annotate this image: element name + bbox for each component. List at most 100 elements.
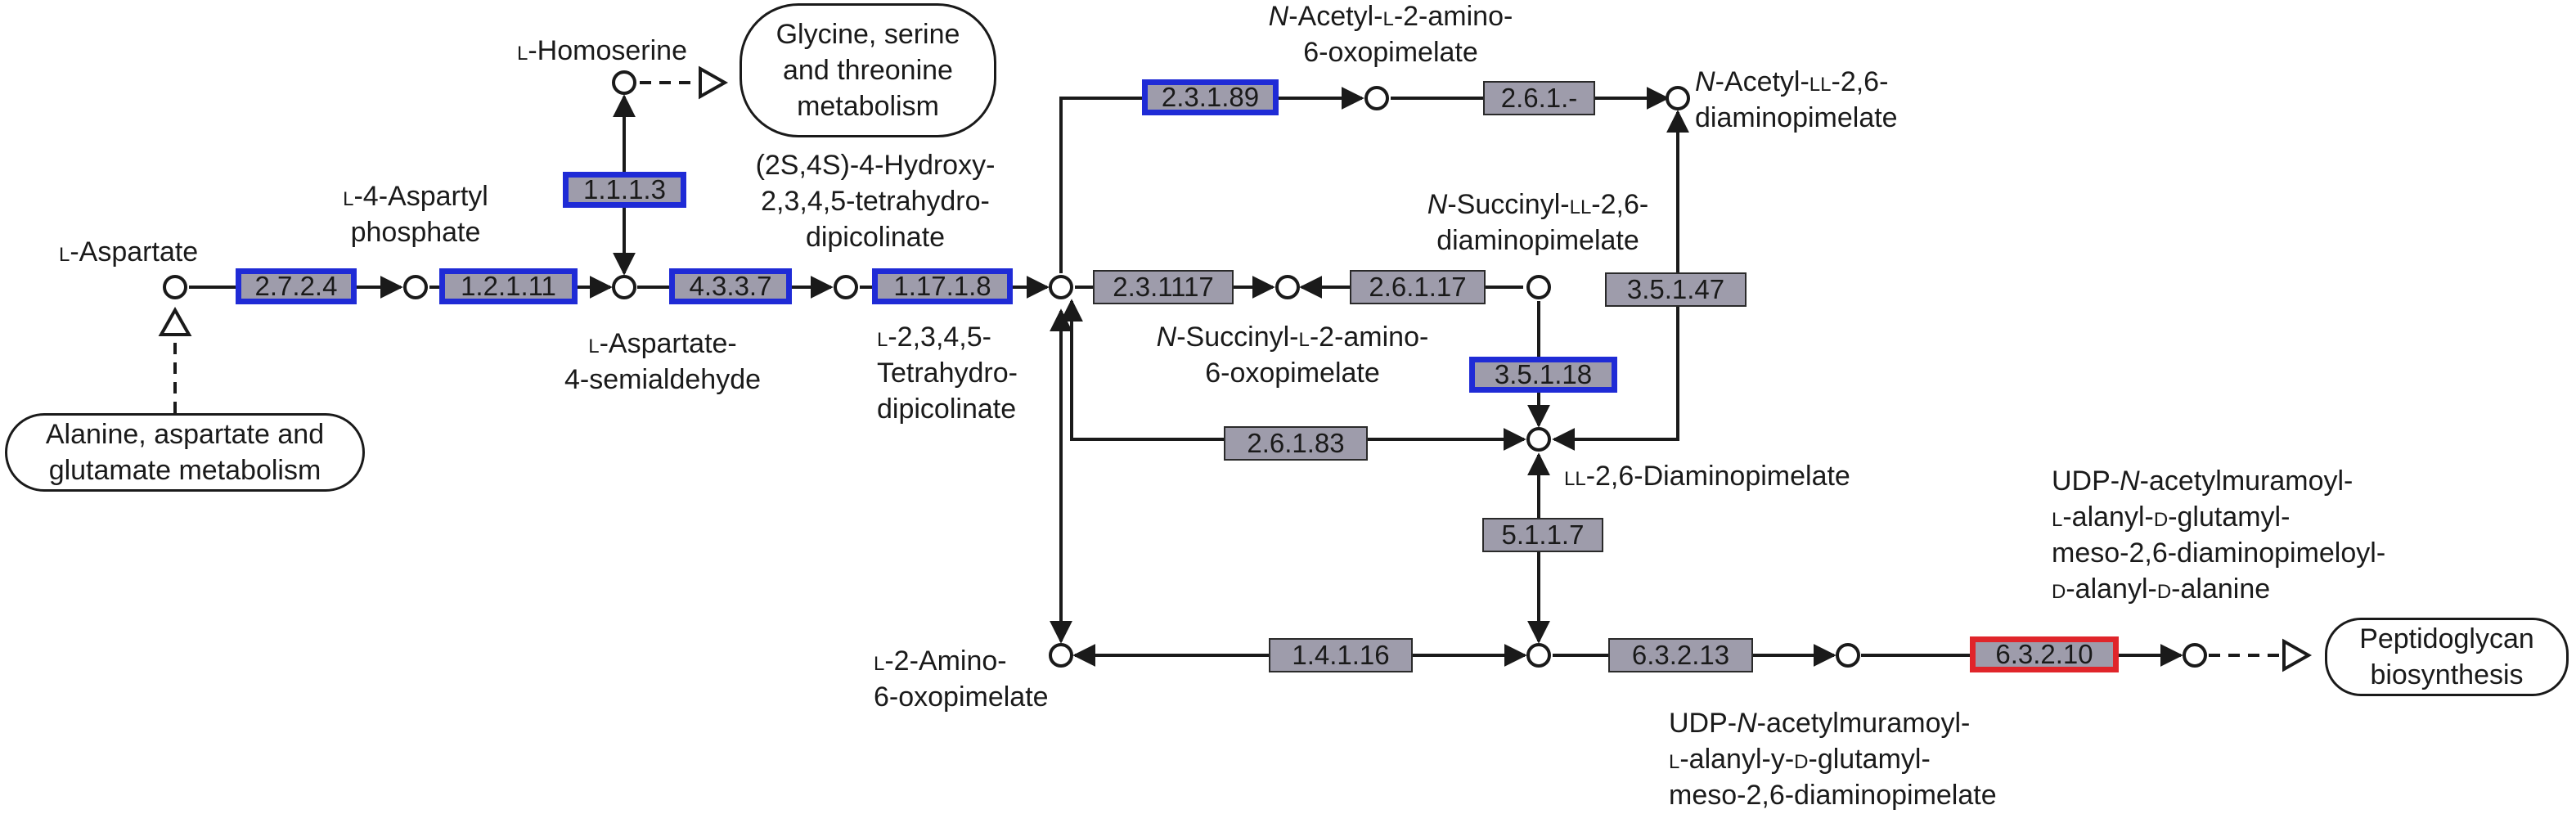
label-line: 6-oxopimelate — [1252, 34, 1530, 70]
label-text: phosphate — [350, 217, 481, 248]
label-line: Tetrahydro- — [877, 355, 1018, 391]
label-udp-tripeptide: UDP-N-acetylmuramoyl-l-alanyl-y-d-glutam… — [1669, 705, 1997, 813]
label-text: diaminopimelate — [1695, 102, 1898, 133]
n-italic: N — [1695, 66, 1715, 97]
label-text: -Acetyl- — [1288, 1, 1383, 32]
pathway-label-line: Alanine, aspartate and — [45, 419, 325, 450]
enzyme-3-5-1-47[interactable]: 3.5.1.47 — [1605, 272, 1747, 307]
enzyme-1-4-1-16[interactable]: 1.4.1.16 — [1269, 638, 1413, 672]
n-italic: N — [1427, 189, 1448, 220]
stereo-prefix: l — [1669, 744, 1680, 775]
pathway-label-line: Glycine, serine — [775, 19, 960, 50]
label-text: -2,6- — [1591, 189, 1649, 220]
dashed-arrowhead-peptidoglycan — [2282, 638, 2313, 672]
pathway-alanine-aspartate-glutamate[interactable]: Alanine, aspartate and glutamate metaboli… — [5, 413, 365, 492]
enzyme-6-3-2-10[interactable]: 6.3.2.10 — [1970, 636, 2119, 672]
n-italic: N — [1156, 322, 1177, 353]
label-text: -4-Aspartyl — [353, 181, 488, 212]
label-text: dipicolinate — [805, 222, 946, 253]
label-text: -alanyl-y- — [1679, 744, 1795, 775]
label-text: 6-oxopimelate — [874, 681, 1049, 713]
label-line: N-Acetyl-l-2-amino- — [1252, 0, 1530, 34]
enzyme-5-1-1-7[interactable]: 5.1.1.7 — [1482, 518, 1603, 552]
edge-acetyldap-lldap — [1552, 110, 1689, 451]
enzyme-2-7-2-4[interactable]: 2.7.2.4 — [236, 268, 357, 304]
node-l-aspartate — [163, 275, 187, 299]
label-line: l-2-Amino- — [874, 643, 1049, 679]
label-text: -Homoserine — [528, 35, 687, 66]
enzyme-2-6-1-17[interactable]: 2.6.1.17 — [1350, 270, 1486, 304]
label-aspartate-semialdehyde: l-Aspartate-4-semialdehyde — [540, 326, 785, 398]
label-text: 2,3,4,5-tetrahydro- — [761, 186, 990, 217]
label-text: -glutamyl- — [2168, 501, 2291, 533]
enzyme-2-3-1-89[interactable]: 2.3.1.89 — [1142, 79, 1279, 115]
n-italic: N — [1268, 1, 1289, 32]
label-line: (2S,4S)-4-Hydroxy- — [720, 147, 1031, 183]
label-thdp: l-2,3,4,5-Tetrahydro-dipicolinate — [877, 319, 1018, 427]
label-text: -2-amino- — [1393, 1, 1513, 32]
label-text: 6-oxopimelate — [1303, 37, 1478, 68]
node-homoserine — [612, 70, 636, 95]
node-meso-dap — [1526, 643, 1551, 668]
edge-thdp-acetylaminooxopimelate — [1059, 87, 1364, 273]
label-homoserine: l-Homoserine — [517, 33, 687, 69]
label-text: dipicolinate — [877, 394, 1017, 425]
enzyme-2-3-1117[interactable]: 2.3.1117 — [1093, 270, 1234, 304]
label-line: l-Aspartate — [59, 234, 198, 270]
label-text: -2,6- — [1831, 66, 1889, 97]
label-text: -glutamyl- — [1808, 744, 1931, 775]
enzyme-2-6-1-dash[interactable]: 2.6.1.- — [1483, 81, 1595, 115]
label-succinyl-dap: N-Succinyl-ll-2,6-diaminopimelate — [1382, 187, 1693, 259]
node-thdp — [1049, 275, 1073, 299]
label-text: -alanyl- — [2062, 501, 2154, 533]
label-line: N-Acetyl-ll-2,6- — [1695, 64, 1898, 100]
enzyme-2-6-1-83[interactable]: 2.6.1.83 — [1224, 426, 1368, 461]
label-hydroxy-thdp: (2S,4S)-4-Hydroxy- 2,3,4,5-tetrahydro-dip… — [720, 147, 1031, 255]
label-line: phosphate — [317, 214, 514, 250]
pathway-label-line: glutamate metabolism — [48, 455, 321, 486]
enzyme-1-2-1-11[interactable]: 1.2.1.11 — [439, 268, 578, 304]
label-line: diaminopimelate — [1382, 223, 1693, 259]
label-line: N-Succinyl-l-2-amino- — [1129, 319, 1456, 355]
stereo-prefix: l — [59, 236, 70, 268]
label-line: meso-2,6-diaminopimelate — [1669, 777, 1997, 813]
label-acetyl-dap: N-Acetyl-ll-2,6-diaminopimelate — [1695, 64, 1898, 136]
label-line: 2,3,4,5-tetrahydro- — [720, 183, 1031, 219]
label-line: diaminopimelate — [1695, 100, 1898, 136]
label-text: 4-semialdehyde — [564, 364, 762, 395]
label-text: UDP- — [2052, 465, 2120, 497]
node-ll-dap — [1526, 427, 1551, 452]
stereo-prefix: ll — [1564, 461, 1586, 492]
label-line: l-2,3,4,5- — [877, 319, 1018, 355]
n-italic: N — [2120, 465, 2140, 497]
stereo-prefix: l — [877, 322, 888, 353]
stereo-prefix: d — [2153, 501, 2169, 533]
label-text: -2-Amino- — [884, 645, 1007, 677]
enzyme-3-5-1-18[interactable]: 3.5.1.18 — [1469, 357, 1617, 393]
stereo-prefix: l — [1382, 1, 1394, 32]
enzyme-6-3-2-13[interactable]: 6.3.2.13 — [1608, 638, 1753, 672]
enzyme-1-1-1-3[interactable]: 1.1.1.3 — [563, 172, 686, 208]
node-aspartate-semialdehyde — [612, 275, 636, 299]
node-hydroxy-thdp — [834, 275, 858, 299]
label-text: (2S,4S)-4-Hydroxy- — [755, 150, 996, 181]
label-text: 6-oxopimelate — [1205, 358, 1380, 389]
label-text: -Succinyl- — [1176, 322, 1299, 353]
label-text: -Aspartate- — [599, 328, 737, 359]
label-line: l-Homoserine — [517, 33, 687, 69]
label-ll-dap: ll-2,6-Diaminopimelate — [1564, 458, 1850, 494]
label-line: 6-oxopimelate — [874, 679, 1049, 715]
label-text: UDP- — [1669, 708, 1738, 739]
enzyme-1-17-1-8[interactable]: 1.17.1.8 — [872, 268, 1013, 304]
label-text: -Aspartate — [70, 236, 199, 268]
enzyme-4-3-3-7[interactable]: 4.3.3.7 — [669, 268, 792, 304]
label-acetyl-amino-oxopimelate: N-Acetyl-l-2-amino-6-oxopimelate — [1252, 0, 1530, 70]
stereo-prefix: ll — [1569, 189, 1592, 220]
label-text: -alanyl- — [2066, 573, 2157, 605]
node-udp-tripeptide — [1836, 643, 1860, 668]
label-text: -2-amino- — [1309, 322, 1429, 353]
